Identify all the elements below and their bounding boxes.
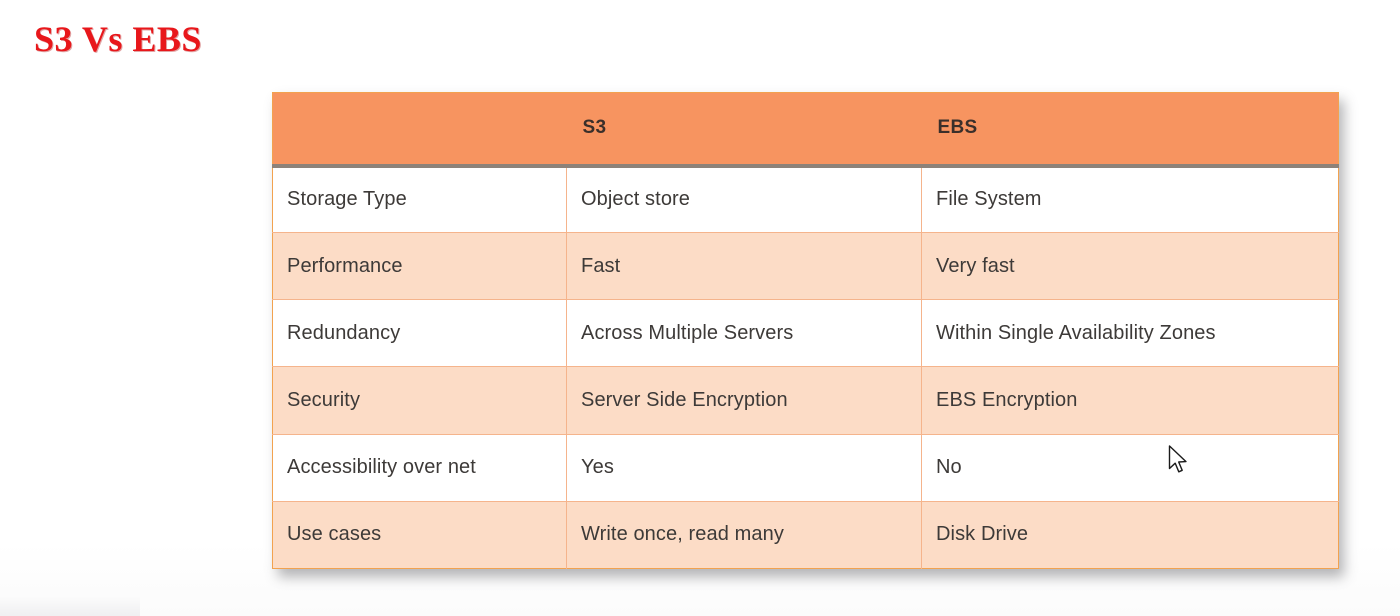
cell-ebs: EBS Encryption: [921, 366, 1339, 435]
table-body: Storage Type Object store File System Pe…: [272, 165, 1339, 569]
cell-s3: Yes: [566, 434, 922, 502]
cell-ebs: Within Single Availability Zones: [921, 299, 1339, 368]
column-header-s3: S3: [566, 92, 922, 168]
column-header-ebs: EBS: [921, 92, 1339, 168]
cell-s3: Across Multiple Servers: [566, 299, 922, 368]
page-title: S3 Vs EBS: [34, 19, 202, 59]
table-row: Redundancy Across Multiple Servers Withi…: [272, 299, 1339, 368]
cell-ebs: No: [921, 434, 1339, 502]
comparison-table-container: S3 EBS Storage Type Object store File Sy…: [272, 92, 1339, 569]
cell-s3: Fast: [566, 232, 922, 301]
table-row: Storage Type Object store File System: [272, 165, 1339, 234]
cell-attribute: Accessibility over net: [272, 434, 567, 502]
table-header: S3 EBS: [272, 92, 1339, 168]
table-row: Security Server Side Encryption EBS Encr…: [272, 366, 1339, 435]
column-header-attribute: [272, 92, 567, 168]
comparison-table: S3 EBS Storage Type Object store File Sy…: [272, 92, 1339, 569]
slide-edge-artifact: [0, 596, 140, 616]
cell-attribute: Storage Type: [272, 165, 567, 234]
table-row: Accessibility over net Yes No: [272, 434, 1339, 502]
cell-attribute: Security: [272, 366, 567, 435]
cell-ebs: Very fast: [921, 232, 1339, 301]
cell-s3: Object store: [566, 165, 922, 234]
cell-ebs: Disk Drive: [921, 501, 1339, 569]
cell-ebs: File System: [921, 165, 1339, 234]
cell-attribute: Redundancy: [272, 299, 567, 368]
cell-s3: Server Side Encryption: [566, 366, 922, 435]
table-header-row: S3 EBS: [272, 92, 1339, 168]
table-row: Use cases Write once, read many Disk Dri…: [272, 501, 1339, 569]
cell-attribute: Performance: [272, 232, 567, 301]
cell-s3: Write once, read many: [566, 501, 922, 569]
cell-attribute: Use cases: [272, 501, 567, 569]
table-row: Performance Fast Very fast: [272, 232, 1339, 301]
